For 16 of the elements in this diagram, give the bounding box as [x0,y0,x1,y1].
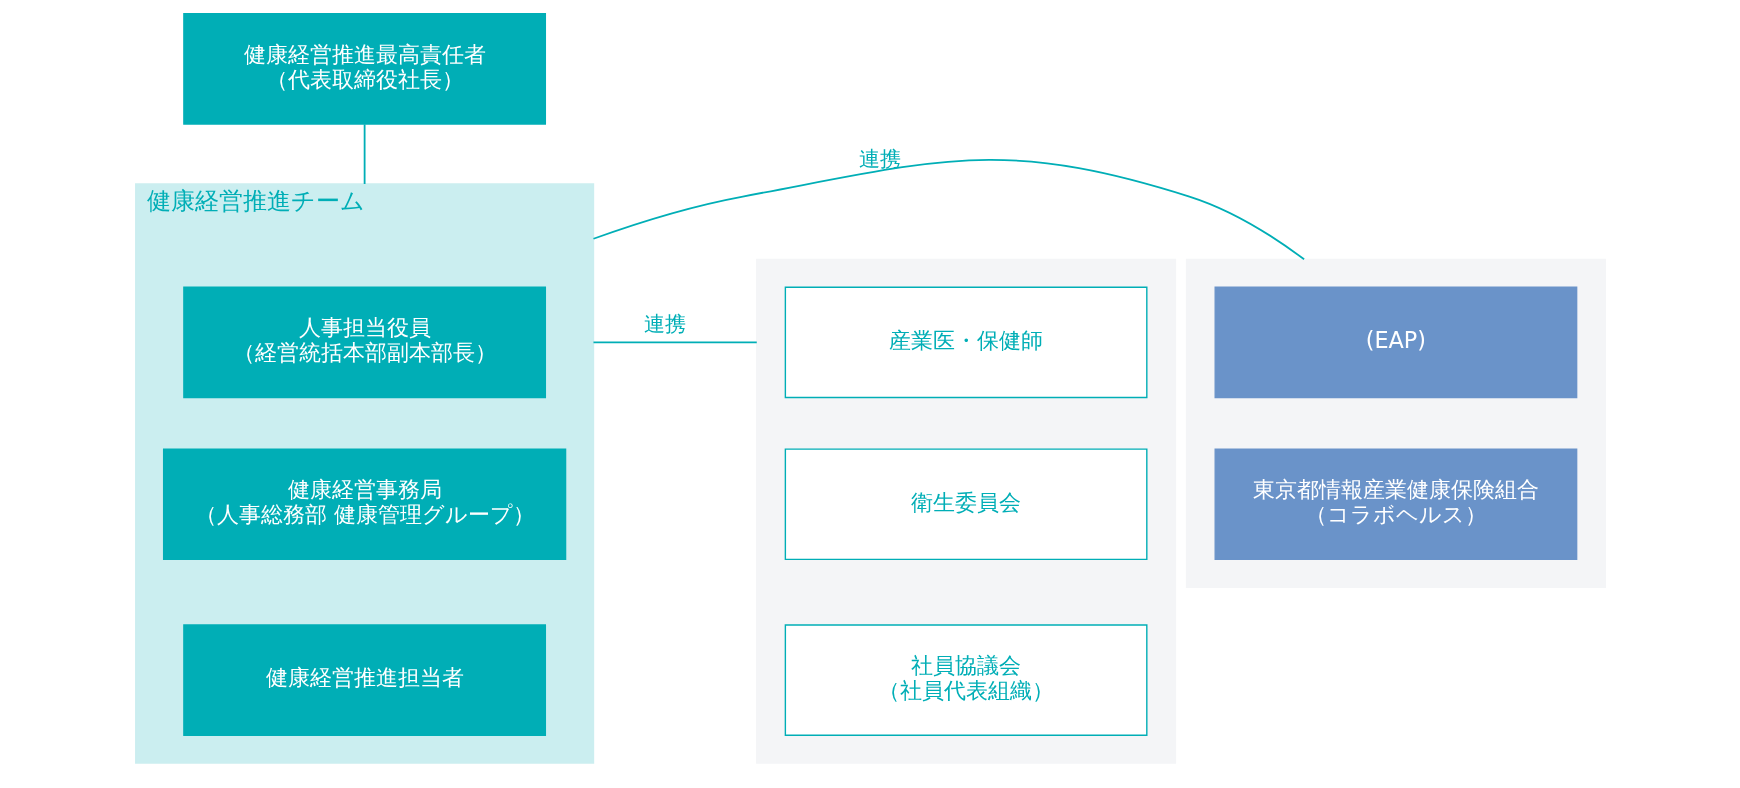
node-box: 社員協議会 （社員代表組織） [784,624,1147,736]
node-box: (EAP) [1214,286,1577,399]
node-box: 健康経営推進最高責任者 （代表取締役社長） [182,13,546,125]
edge-label: 連携 [643,312,686,337]
node-box: 健康経営事務局 （人事総務部 健康管理グループ） [162,448,566,561]
edge-label: 連携 [858,146,901,171]
connector [363,123,366,185]
node-box: 健康経営推進担当者 [182,624,546,736]
node-box: 人事担当役員 （経営統括本部副本部長） [182,286,546,399]
node-box: 東京都情報産業健康保険組合 （コラボヘルス） [1214,448,1577,561]
node-box: 産業医・保健師 [784,286,1147,399]
connector [592,341,758,344]
cluster [1185,258,1606,588]
cluster [755,258,1176,764]
node-box: 衛生委員会 [784,448,1147,561]
connector [592,159,1305,261]
